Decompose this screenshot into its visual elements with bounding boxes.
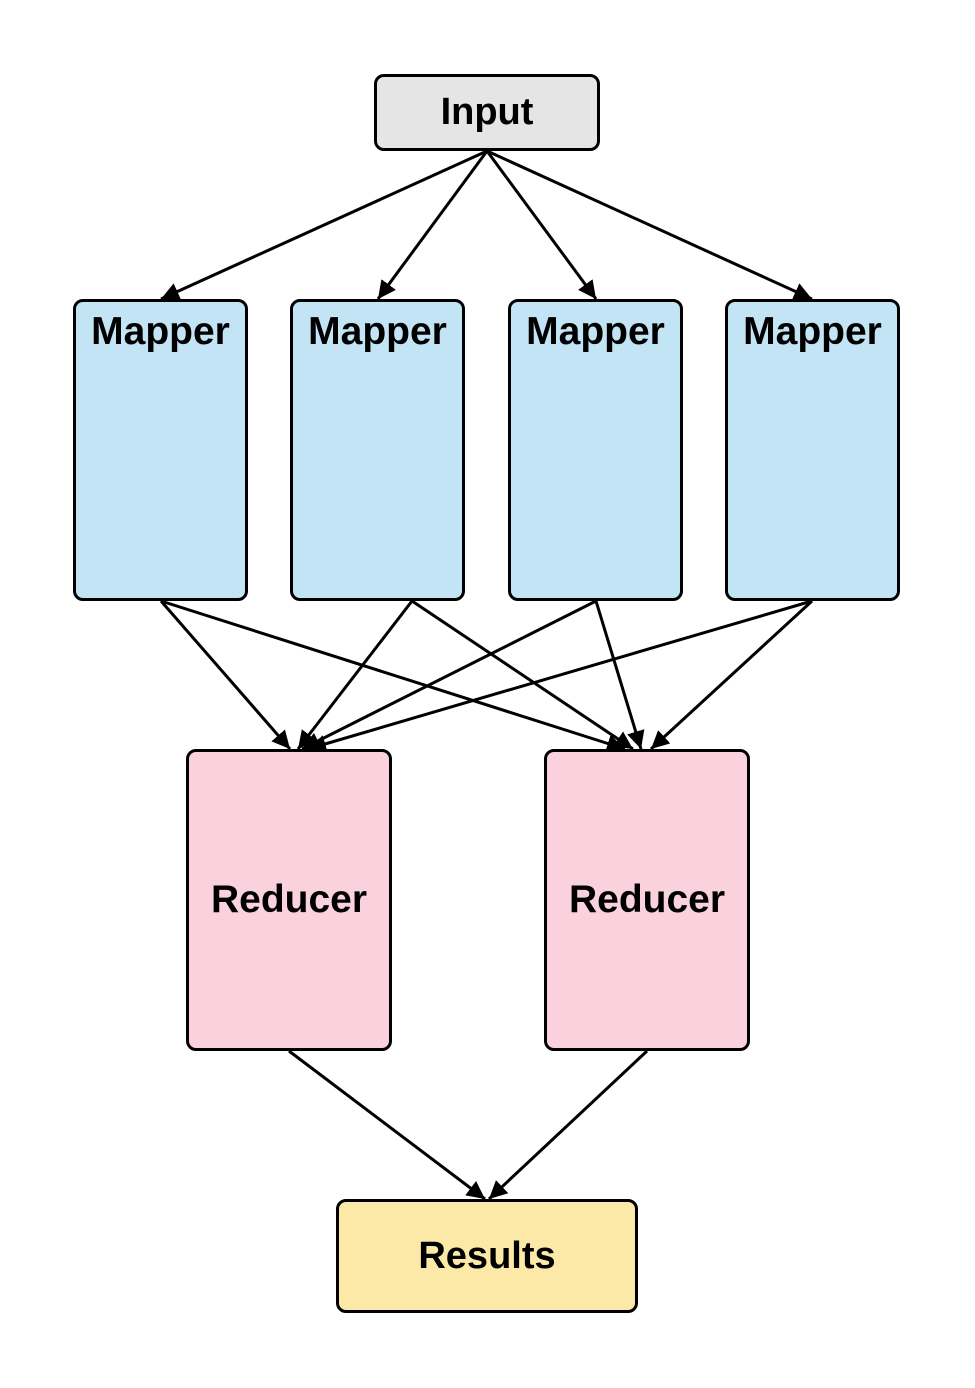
arrow-mapper-3-to-reducer-1 xyxy=(301,599,597,751)
mapper-node-1: Mapper xyxy=(73,299,248,601)
arrow-reducer-1-to-results xyxy=(288,1049,486,1201)
results-label: Results xyxy=(418,1234,556,1277)
arrow-mapper-4-to-reducer-1 xyxy=(307,599,813,753)
arrow-input-to-mapper-4 xyxy=(486,149,813,301)
arrow-input-to-mapper-1 xyxy=(160,149,488,301)
results-node: Results xyxy=(336,1199,638,1313)
reducer-label: Reducer xyxy=(568,878,726,921)
input-label: Input xyxy=(440,91,534,133)
arrow-input-to-mapper-2 xyxy=(376,150,489,300)
mapper-node-2: Mapper xyxy=(290,299,465,601)
arrow-mapper-1-to-reducer-2 xyxy=(160,599,626,753)
arrow-mapper-2-to-reducer-1 xyxy=(296,600,414,750)
reducer-node-2: Reducer xyxy=(544,749,750,1051)
mapper-node-4: Mapper xyxy=(725,299,900,601)
arrow-mapper-1-to-reducer-1 xyxy=(159,600,292,750)
arrow-reducer-2-to-results xyxy=(487,1049,649,1201)
mapper-label: Mapper xyxy=(743,310,882,353)
reducer-node-1: Reducer xyxy=(186,749,392,1051)
arrow-mapper-3-to-reducer-2 xyxy=(594,600,645,750)
reducer-label: Reducer xyxy=(210,878,368,921)
arrow-mapper-4-to-reducer-2 xyxy=(649,599,814,751)
mapper-label: Mapper xyxy=(526,310,665,353)
mapper-label: Mapper xyxy=(308,310,447,353)
mapper-label: Mapper xyxy=(91,310,230,353)
arrow-input-to-mapper-3 xyxy=(485,150,598,300)
arrow-mapper-2-to-reducer-2 xyxy=(411,599,634,751)
input-node: Input xyxy=(374,74,600,151)
mapper-node-3: Mapper xyxy=(508,299,683,601)
